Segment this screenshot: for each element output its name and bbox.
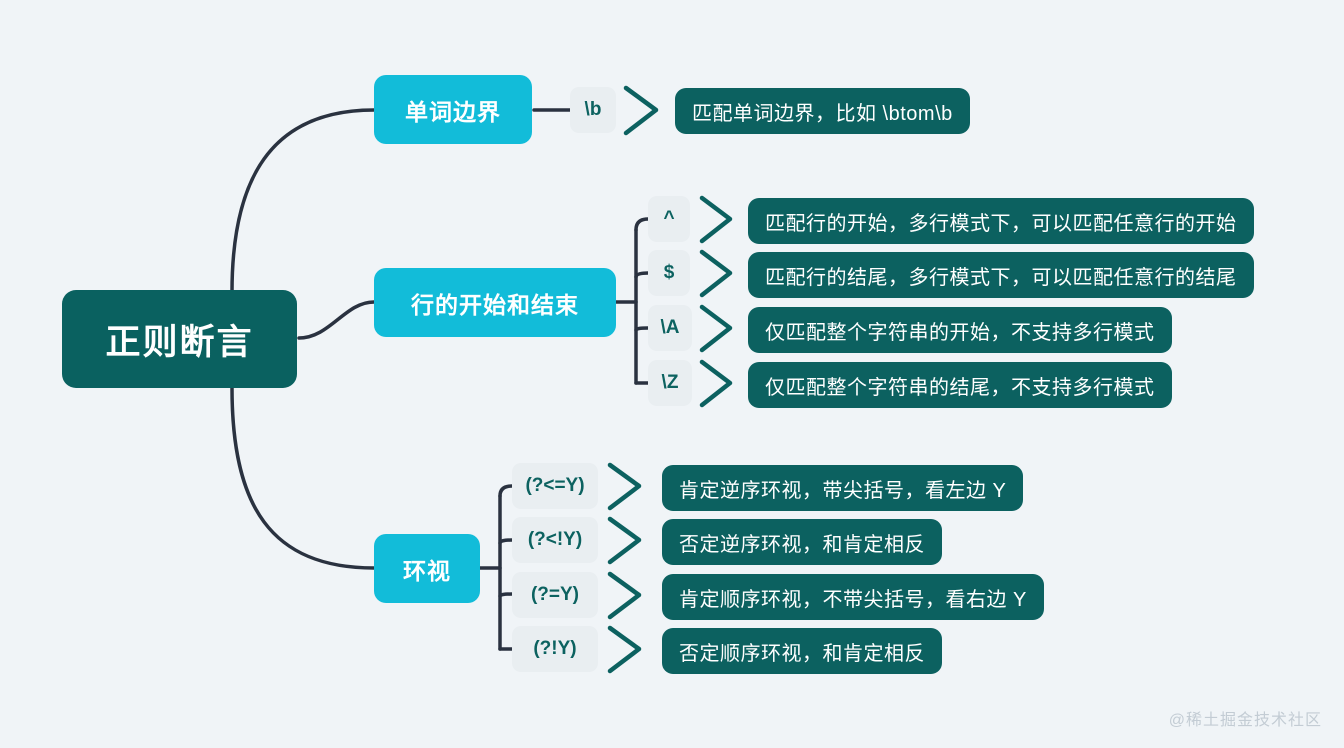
code-pill-1-1-text: $ bbox=[663, 262, 675, 283]
edge-root-to-branch-2 bbox=[230, 386, 376, 570]
code-pill-2-0-text: (?<=Y) bbox=[525, 475, 585, 496]
code-pill-1-0[interactable]: ^ bbox=[648, 196, 690, 242]
code-pill-1-0-text: ^ bbox=[663, 208, 675, 229]
code-pill-0-0-text: \b bbox=[584, 99, 602, 120]
chevron-icon bbox=[699, 359, 733, 408]
code-pill-2-1[interactable]: (?<!Y) bbox=[512, 517, 598, 563]
description-box-2-3-text: 否定顺序环视，和肯定相反 bbox=[679, 642, 925, 665]
description-box-2-2[interactable]: 肯定顺序环视，不带尖括号，看右边 Y bbox=[662, 574, 1044, 620]
branch-node-1[interactable]: 行的开始和结束 bbox=[374, 268, 616, 337]
description-box-1-1-text: 匹配行的结尾，多行模式下，可以匹配任意行的结尾 bbox=[765, 266, 1237, 289]
description-box-2-0[interactable]: 肯定逆序环视，带尖括号，看左边 Y bbox=[662, 465, 1024, 511]
code-pill-2-3[interactable]: (?!Y) bbox=[512, 626, 598, 672]
description-box-0-0[interactable]: 匹配单词边界，比如 \btom\b bbox=[675, 88, 970, 134]
code-pill-2-2-text: (?=Y) bbox=[530, 584, 580, 605]
chevron-icon bbox=[699, 249, 733, 298]
description-box-0-0-text: 匹配单词边界，比如 \btom\b bbox=[692, 102, 953, 125]
branch-node-0[interactable]: 单词边界 bbox=[374, 75, 532, 144]
description-box-1-0[interactable]: 匹配行的开始，多行模式下，可以匹配任意行的开始 bbox=[748, 198, 1254, 244]
chevron-icon bbox=[607, 516, 642, 565]
watermark: @稀土掘金技术社区 bbox=[1168, 712, 1322, 729]
chevron-icon bbox=[699, 195, 733, 244]
description-box-2-3[interactable]: 否定顺序环视，和肯定相反 bbox=[662, 628, 942, 674]
description-box-2-1[interactable]: 否定逆序环视，和肯定相反 bbox=[662, 519, 942, 565]
code-pill-1-2[interactable]: \A bbox=[648, 305, 692, 351]
code-pill-0-0[interactable]: \b bbox=[570, 87, 616, 133]
description-box-1-0-text: 匹配行的开始，多行模式下，可以匹配任意行的开始 bbox=[765, 212, 1237, 235]
chevron-icon bbox=[623, 85, 659, 136]
chevron-icon bbox=[699, 304, 733, 353]
chevron-icon bbox=[607, 571, 642, 620]
description-box-2-1-text: 否定逆序环视，和肯定相反 bbox=[679, 533, 925, 556]
root-node-label: 正则断言 bbox=[105, 322, 254, 362]
code-pill-2-3-text: (?!Y) bbox=[533, 638, 577, 659]
description-box-1-3[interactable]: 仅匹配整个字符串的结尾，不支持多行模式 bbox=[748, 362, 1172, 408]
description-box-1-1[interactable]: 匹配行的结尾，多行模式下，可以匹配任意行的结尾 bbox=[748, 252, 1254, 298]
description-box-1-2[interactable]: 仅匹配整个字符串的开始，不支持多行模式 bbox=[748, 307, 1172, 353]
code-pill-1-1[interactable]: $ bbox=[648, 250, 690, 296]
branch-node-2[interactable]: 环视 bbox=[374, 534, 480, 603]
code-pill-2-0[interactable]: (?<=Y) bbox=[512, 463, 598, 509]
code-pill-1-3[interactable]: \Z bbox=[648, 360, 692, 406]
code-pill-2-2[interactable]: (?=Y) bbox=[512, 572, 598, 618]
description-box-2-0-text: 肯定逆序环视，带尖括号，看左边 Y bbox=[679, 479, 1007, 502]
code-pill-1-3-text: \Z bbox=[661, 372, 679, 393]
code-pill-2-1-text: (?<!Y) bbox=[527, 529, 583, 550]
chevron-icon bbox=[607, 625, 642, 674]
description-box-1-3-text: 仅匹配整个字符串的结尾，不支持多行模式 bbox=[765, 376, 1155, 399]
branch-node-1-label: 行的开始和结束 bbox=[411, 291, 579, 318]
branch-node-0-label: 单词边界 bbox=[405, 98, 501, 125]
chevron-icon bbox=[607, 462, 642, 511]
root-node[interactable]: 正则断言 bbox=[62, 290, 297, 388]
code-pill-1-2-text: \A bbox=[660, 317, 680, 338]
description-box-1-2-text: 仅匹配整个字符串的开始，不支持多行模式 bbox=[765, 321, 1155, 344]
edge-root-to-branch-1 bbox=[297, 300, 376, 340]
description-box-2-2-text: 肯定顺序环视，不带尖括号，看右边 Y bbox=[679, 588, 1027, 611]
branch-node-2-label: 环视 bbox=[403, 557, 451, 584]
edge-root-to-branch-0 bbox=[230, 108, 376, 294]
